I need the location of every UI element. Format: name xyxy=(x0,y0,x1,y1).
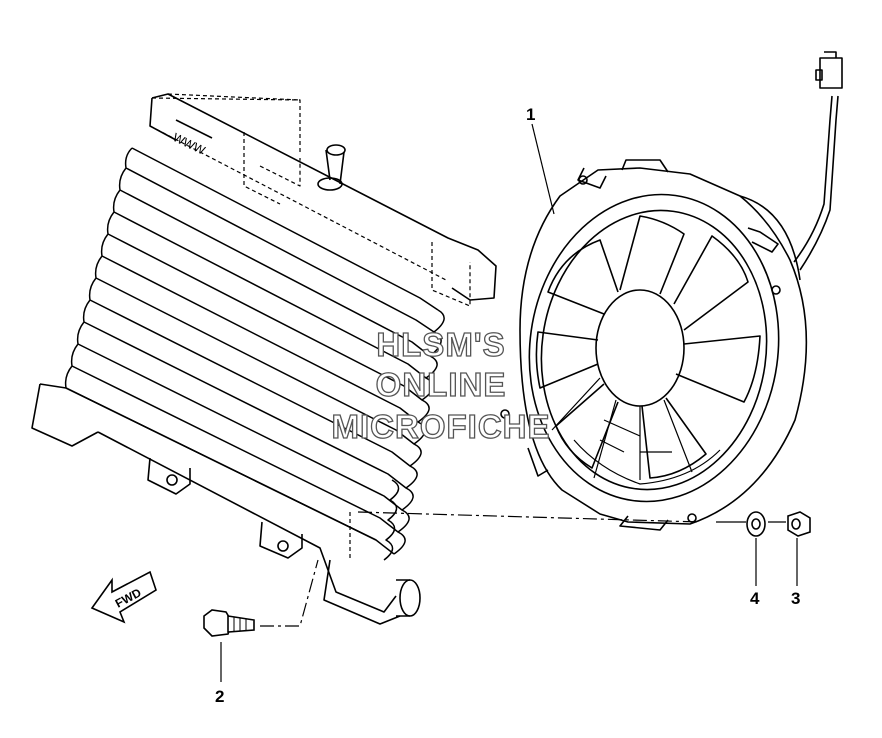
fan-hub xyxy=(595,289,685,407)
callout-washer: 4 xyxy=(750,589,760,608)
fan-shroud xyxy=(519,167,808,525)
watermark-line-2: ONLINE xyxy=(376,366,507,403)
fan-wire xyxy=(793,95,833,263)
bolt xyxy=(203,609,255,637)
connector xyxy=(819,57,843,89)
nut xyxy=(787,511,811,537)
watermark-line-1: HLSM'S xyxy=(376,326,505,363)
watermark-line-3: MICROFICHE xyxy=(332,408,551,445)
callout-bolt: 2 xyxy=(215,687,224,706)
callout-nut: 3 xyxy=(791,589,800,608)
leader-lines xyxy=(220,123,798,682)
fan-blades xyxy=(535,215,761,479)
fwd-arrow: FWD xyxy=(90,570,157,624)
washer xyxy=(746,511,766,537)
watermark: HLSM'S ONLINE MICROFICHE xyxy=(331,325,551,445)
callout-fan: 1 xyxy=(526,105,535,124)
fan-assembly xyxy=(500,51,843,531)
